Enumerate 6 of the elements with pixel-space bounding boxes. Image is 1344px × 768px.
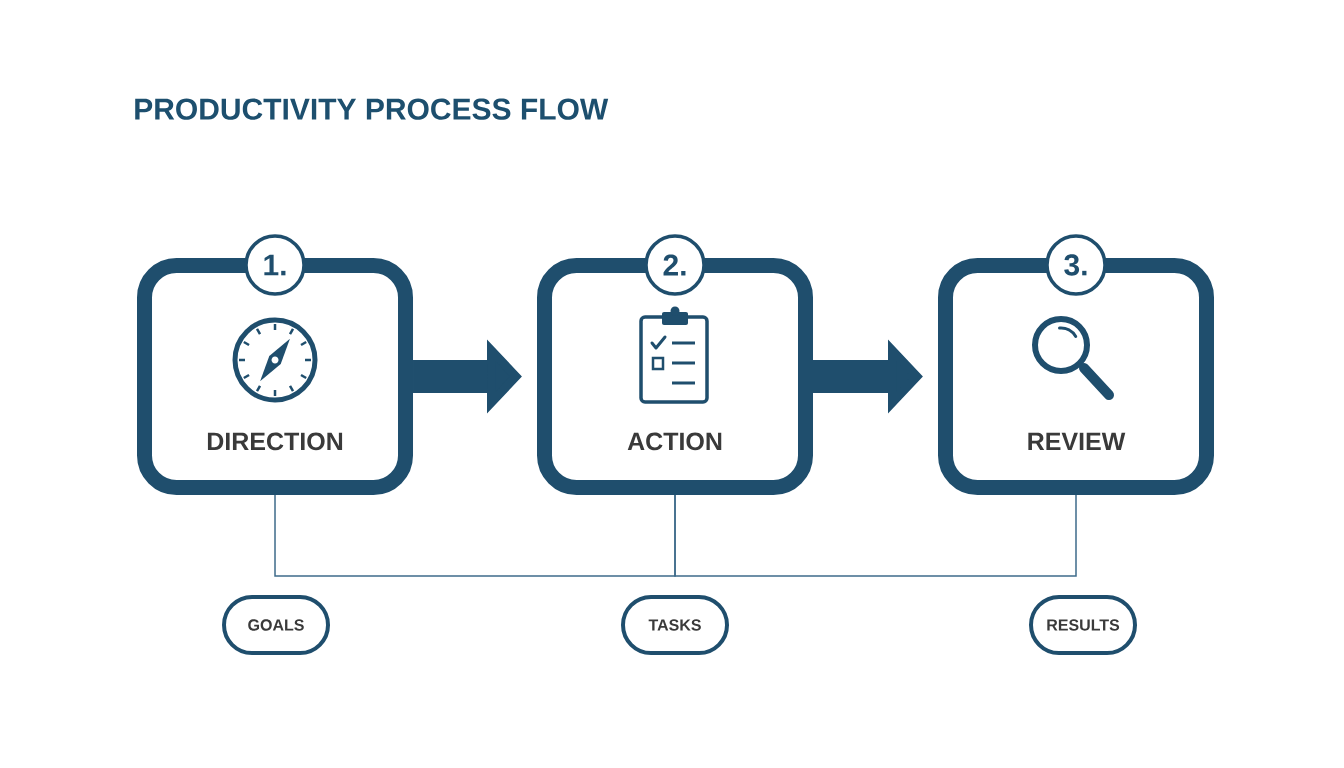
tag-pill: GOALS xyxy=(222,595,330,655)
tag-pill: TASKS xyxy=(621,595,729,655)
tag-pill: RESULTS xyxy=(1029,595,1137,655)
title: PRODUCTIVITY PROCESS FLOW xyxy=(135,98,609,120)
connector-line xyxy=(274,494,676,577)
connector-line xyxy=(674,494,1077,577)
